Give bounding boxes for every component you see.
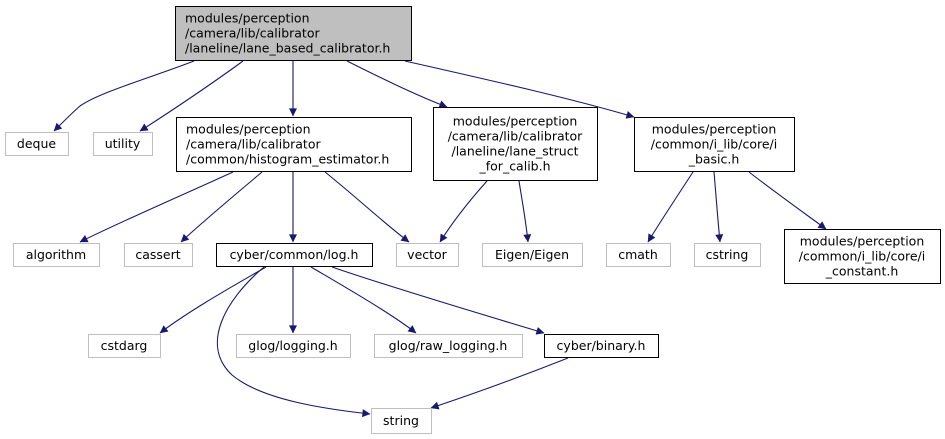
node-box-i-basic <box>634 117 795 172</box>
node-box-vector <box>396 243 459 267</box>
edge-i-basic-to-i-constant <box>748 171 827 230</box>
node-label-eigen-line-1: Eigen/Eigen <box>495 247 569 262</box>
node-cyber-binary[interactable]: cyber/binary.h <box>544 334 659 358</box>
node-glog-raw-logging[interactable]: glog/raw_logging.h <box>374 334 523 358</box>
node-eigen[interactable]: Eigen/Eigen <box>482 243 583 267</box>
node-box-algorithm <box>13 243 100 267</box>
node-label-lane-based-calibrator-line-2: /camera/lib/calibrator <box>185 26 320 41</box>
edge-lane-based-calibrator-to-lane-struct-for-calib <box>346 60 448 109</box>
edge-histogram-estimator-to-algorithm <box>79 171 234 243</box>
node-cassert[interactable]: cassert <box>124 243 193 267</box>
node-box-cassert <box>124 243 193 267</box>
node-label-i-basic-line-3: _basic.h <box>688 152 740 167</box>
node-box-string <box>371 408 432 434</box>
node-i-basic[interactable]: modules/perception/common/i_lib/core/i_b… <box>634 117 795 172</box>
node-box-histogram-estimator <box>176 117 412 172</box>
node-label-algorithm-line-1: algorithm <box>26 247 86 262</box>
node-glog-logging[interactable]: glog/logging.h <box>236 334 351 358</box>
node-label-cassert-line-1: cassert <box>135 247 180 262</box>
node-box-cmath <box>606 243 671 267</box>
node-label-cstdarg-line-1: cstdarg <box>101 338 148 353</box>
edge-histogram-estimator-to-vector <box>324 171 410 243</box>
node-cmath[interactable]: cmath <box>606 243 671 267</box>
node-label-vector-line-1: vector <box>407 247 448 262</box>
node-vector[interactable]: vector <box>396 243 459 267</box>
node-box-log-h <box>216 243 373 267</box>
node-histogram-estimator[interactable]: modules/perception/camera/lib/calibrator… <box>176 117 412 172</box>
edge-i-basic-to-cstring <box>713 171 724 243</box>
node-label-utility-line-1: utility <box>105 136 141 151</box>
node-label-deque-line-1: deque <box>17 136 56 151</box>
node-string[interactable]: string <box>371 408 432 434</box>
node-label-cmath-line-1: cmath <box>618 247 658 262</box>
node-label-lane-based-calibrator-line-1: modules/perception <box>185 11 310 26</box>
node-algorithm[interactable]: algorithm <box>13 243 100 267</box>
node-label-i-basic-line-1: modules/perception <box>652 122 777 137</box>
edge-log-h-to-glog-raw-logging <box>310 266 417 334</box>
node-box-utility <box>93 132 153 156</box>
edge-lane-struct-for-calib-to-eigen <box>518 180 532 243</box>
node-label-log-h-line-1: cyber/common/log.h <box>230 247 359 262</box>
node-label-histogram-estimator-line-2: /camera/lib/calibrator <box>186 137 321 152</box>
node-label-i-basic-line-2: /common/i_lib/core/i <box>651 137 777 152</box>
nodes: modules/perception/camera/lib/calibrator… <box>5 6 941 434</box>
edge-cyber-binary-to-string <box>430 357 569 410</box>
node-label-lane-struct-for-calib-line-4: _for_calib.h <box>479 159 551 174</box>
node-box-i-constant <box>784 229 941 284</box>
node-label-histogram-estimator-line-3: /common/histogram_estimator.h <box>186 152 389 167</box>
node-box-eigen <box>482 243 583 267</box>
node-label-cyber-binary-line-1: cyber/binary.h <box>557 338 646 353</box>
node-box-cstdarg <box>88 334 161 358</box>
node-label-lane-based-calibrator-line-3: /laneline/lane_based_calibrator.h <box>185 41 390 56</box>
edge-lane-based-calibrator-to-i-basic <box>404 60 635 119</box>
node-cstring[interactable]: cstring <box>694 243 761 267</box>
edge-lane-based-calibrator-to-deque <box>53 60 195 132</box>
node-log-h[interactable]: cyber/common/log.h <box>216 243 373 267</box>
node-label-glog-logging-line-1: glog/logging.h <box>248 338 337 353</box>
node-cstdarg[interactable]: cstdarg <box>88 334 161 358</box>
node-box-glog-raw-logging <box>374 334 523 358</box>
node-label-lane-struct-for-calib-line-3: /laneline/lane_struct <box>452 144 579 159</box>
node-label-histogram-estimator-line-1: modules/perception <box>186 122 311 137</box>
edge-lane-based-calibrator-to-utility <box>139 60 244 132</box>
edges <box>53 60 827 418</box>
node-box-lane-based-calibrator <box>175 6 412 61</box>
node-label-i-constant-line-2: /common/i_lib/core/i <box>799 249 925 264</box>
node-utility[interactable]: utility <box>93 132 153 156</box>
node-label-i-constant-line-3: _constant.h <box>825 264 899 279</box>
edge-log-h-to-cyber-binary <box>331 266 545 335</box>
node-label-i-constant-line-1: modules/perception <box>800 234 925 249</box>
node-lane-struct-for-calib[interactable]: modules/perception/camera/lib/calibrator… <box>433 107 598 181</box>
node-deque[interactable]: deque <box>5 132 69 156</box>
node-label-string-line-1: string <box>383 413 419 428</box>
node-lane-based-calibrator[interactable]: modules/perception/camera/lib/calibrator… <box>175 6 412 61</box>
node-label-lane-struct-for-calib-line-2: /camera/lib/calibrator <box>448 129 583 144</box>
node-label-cstring-line-1: cstring <box>706 247 749 262</box>
node-i-constant[interactable]: modules/perception/common/i_lib/core/i_c… <box>784 229 941 284</box>
edge-lane-struct-for-calib-to-vector <box>439 180 488 243</box>
edge-i-basic-to-cmath <box>647 171 694 243</box>
edge-log-h-to-cstdarg <box>159 266 267 334</box>
node-box-cstring <box>694 243 761 267</box>
edge-histogram-estimator-to-cassert <box>180 171 263 243</box>
node-label-glog-raw-logging-line-1: glog/raw_logging.h <box>389 338 508 353</box>
node-box-cyber-binary <box>544 334 659 358</box>
edge-log-h-to-string <box>216 266 371 418</box>
node-box-deque <box>5 132 69 156</box>
node-box-lane-struct-for-calib <box>433 107 598 181</box>
node-box-glog-logging <box>236 334 351 358</box>
node-label-lane-struct-for-calib-line-1: modules/perception <box>453 114 578 129</box>
